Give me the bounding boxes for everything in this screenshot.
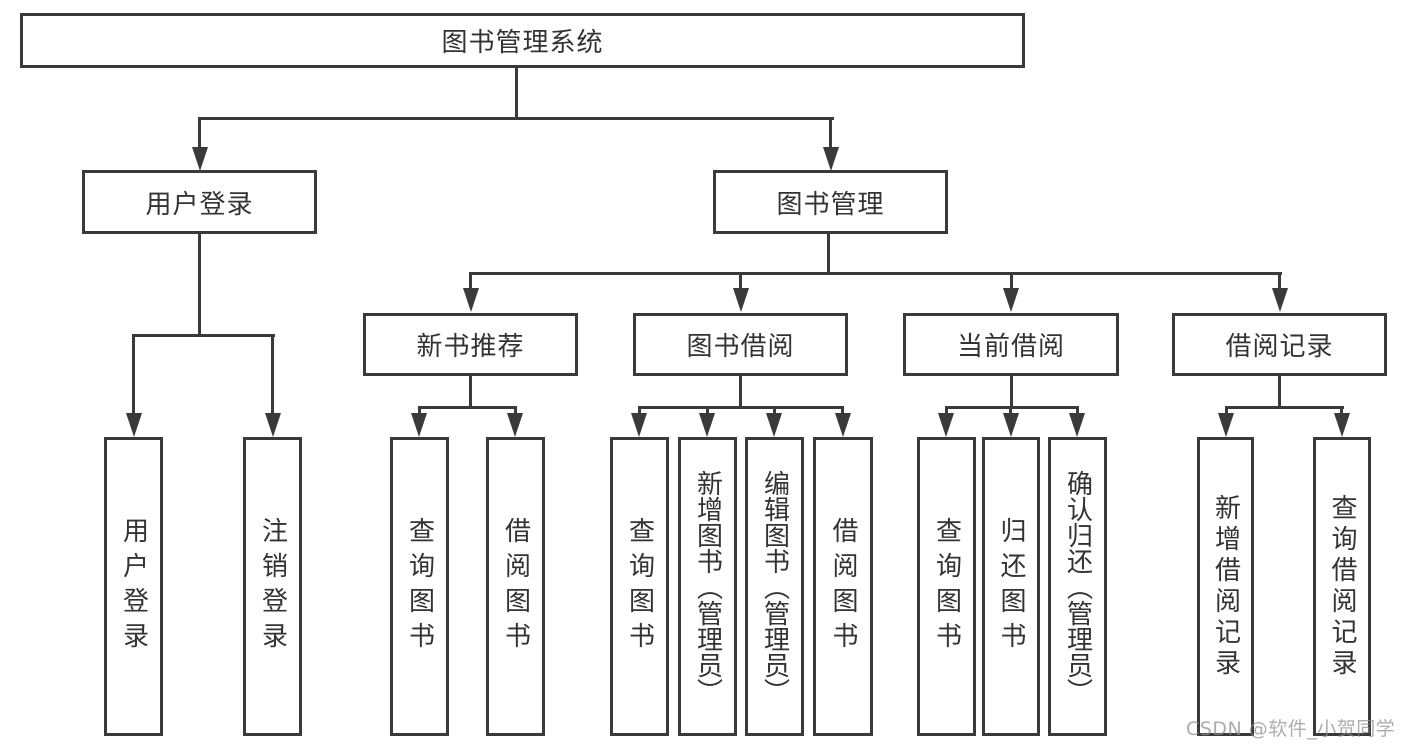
connector-line bbox=[132, 334, 275, 337]
arrowhead bbox=[1334, 413, 1350, 437]
node-new-book-recommend-label: 新书推荐 bbox=[416, 332, 525, 362]
arrowhead bbox=[1003, 413, 1019, 437]
leaf-br-query-record-label: 查询借阅记录 bbox=[1327, 493, 1357, 680]
arrowhead bbox=[265, 413, 281, 437]
arrowhead bbox=[766, 413, 782, 437]
node-user-login: 用户登录 bbox=[82, 170, 317, 234]
connector-line bbox=[418, 406, 517, 409]
node-book-borrowing: 图书借阅 bbox=[633, 313, 848, 376]
connector-line bbox=[1225, 406, 1344, 409]
node-current-borrowing: 当前借阅 bbox=[903, 313, 1119, 376]
connector-line bbox=[829, 117, 832, 151]
node-library-system-label: 图书管理系统 bbox=[441, 28, 604, 58]
node-current-borrowing-label: 当前借阅 bbox=[956, 332, 1065, 362]
connector-line bbox=[706, 406, 709, 416]
arrowhead bbox=[938, 413, 954, 437]
connector-line bbox=[132, 334, 135, 416]
leaf-nb-query-books-label: 查询图书 bbox=[404, 516, 435, 657]
leaf-cb-return-books: 归还图书 bbox=[982, 437, 1040, 736]
connector-line bbox=[1278, 272, 1281, 292]
leaf-logout-login: 注销登录 bbox=[243, 437, 302, 736]
leaf-cb-query-books: 查询图书 bbox=[917, 437, 976, 736]
arrowhead bbox=[463, 288, 479, 312]
connector-line bbox=[469, 272, 472, 292]
connector-line bbox=[827, 234, 830, 275]
leaf-nb-borrow-books-label: 借阅图书 bbox=[500, 516, 531, 657]
leaf-bb-query-books-label: 查询图书 bbox=[624, 516, 655, 657]
arrowhead bbox=[126, 413, 142, 437]
leaf-bb-edit-books-admin: 编辑图书（管理员） bbox=[745, 437, 804, 736]
arrowhead bbox=[192, 147, 208, 171]
node-book-management: 图书管理 bbox=[713, 170, 948, 234]
connector-line bbox=[514, 406, 517, 416]
leaf-logout-login-label: 注销登录 bbox=[257, 516, 288, 657]
connector-line bbox=[739, 272, 742, 292]
arrowhead bbox=[411, 413, 427, 437]
connector-line bbox=[841, 406, 844, 416]
connector-line bbox=[1278, 376, 1281, 409]
leaf-bb-borrow-books: 借阅图书 bbox=[813, 437, 873, 736]
connector-line bbox=[515, 66, 518, 119]
connector-line bbox=[945, 406, 948, 416]
leaf-cb-confirm-return-admin-label: 确认归还（管理员） bbox=[1062, 469, 1093, 704]
leaf-bb-edit-books-admin-label: 编辑图书（管理员） bbox=[759, 469, 790, 704]
leaf-cb-confirm-return-admin: 确认归还（管理员） bbox=[1048, 437, 1107, 736]
arrowhead bbox=[835, 413, 851, 437]
leaf-cb-query-books-label: 查询图书 bbox=[931, 516, 962, 657]
leaf-br-add-record: 新增借阅记录 bbox=[1197, 437, 1254, 736]
connector-line bbox=[1076, 406, 1079, 416]
arrowhead bbox=[507, 413, 523, 437]
connector-line bbox=[1009, 406, 1012, 416]
arrowhead bbox=[1069, 413, 1085, 437]
arrowhead bbox=[1218, 413, 1234, 437]
node-new-book-recommend: 新书推荐 bbox=[363, 313, 578, 376]
connector-line bbox=[469, 272, 1282, 275]
connector-line bbox=[739, 376, 742, 409]
connector-line bbox=[1225, 406, 1228, 416]
connector-line bbox=[469, 376, 472, 409]
arrowhead bbox=[1272, 288, 1288, 312]
leaf-bb-add-books-admin: 新增图书（管理员） bbox=[678, 437, 737, 736]
arrowhead bbox=[1003, 288, 1019, 312]
connector-line bbox=[773, 406, 776, 416]
node-library-system: 图书管理系统 bbox=[20, 13, 1025, 68]
leaf-nb-query-books: 查询图书 bbox=[390, 437, 449, 736]
arrowhead bbox=[823, 147, 839, 171]
leaf-bb-query-books: 查询图书 bbox=[610, 437, 669, 736]
leaf-user-login-label: 用户登录 bbox=[118, 516, 149, 657]
arrowhead bbox=[733, 288, 749, 312]
connector-line bbox=[945, 406, 1079, 409]
connector-line bbox=[198, 234, 201, 337]
connector-line bbox=[198, 117, 834, 120]
node-book-management-label: 图书管理 bbox=[776, 189, 885, 220]
connector-line bbox=[271, 334, 274, 416]
leaf-nb-borrow-books: 借阅图书 bbox=[486, 437, 545, 736]
connector-line bbox=[1340, 406, 1343, 416]
node-borrowing-records-label: 借阅记录 bbox=[1225, 332, 1334, 362]
leaf-br-query-record: 查询借阅记录 bbox=[1313, 437, 1371, 736]
arrowhead bbox=[631, 413, 647, 437]
connector-line bbox=[1010, 376, 1013, 409]
connector-line bbox=[418, 406, 421, 416]
node-borrowing-records: 借阅记录 bbox=[1172, 313, 1387, 376]
leaf-br-add-record-label: 新增借阅记录 bbox=[1210, 493, 1241, 680]
leaf-cb-return-books-label: 归还图书 bbox=[996, 516, 1026, 657]
node-user-login-label: 用户登录 bbox=[145, 189, 254, 220]
connector-line bbox=[638, 406, 641, 416]
leaf-bb-add-books-admin-label: 新增图书（管理员） bbox=[692, 469, 723, 704]
node-book-borrowing-label: 图书借阅 bbox=[686, 332, 795, 362]
connector-line bbox=[1010, 272, 1013, 292]
leaf-user-login: 用户登录 bbox=[104, 437, 163, 736]
arrowhead bbox=[699, 413, 715, 437]
leaf-bb-borrow-books-label: 借阅图书 bbox=[828, 516, 858, 657]
csdn-watermark: CSDN @软件_小贺同学 bbox=[1186, 718, 1396, 740]
connector-line bbox=[638, 406, 844, 409]
connector-line bbox=[198, 117, 201, 151]
